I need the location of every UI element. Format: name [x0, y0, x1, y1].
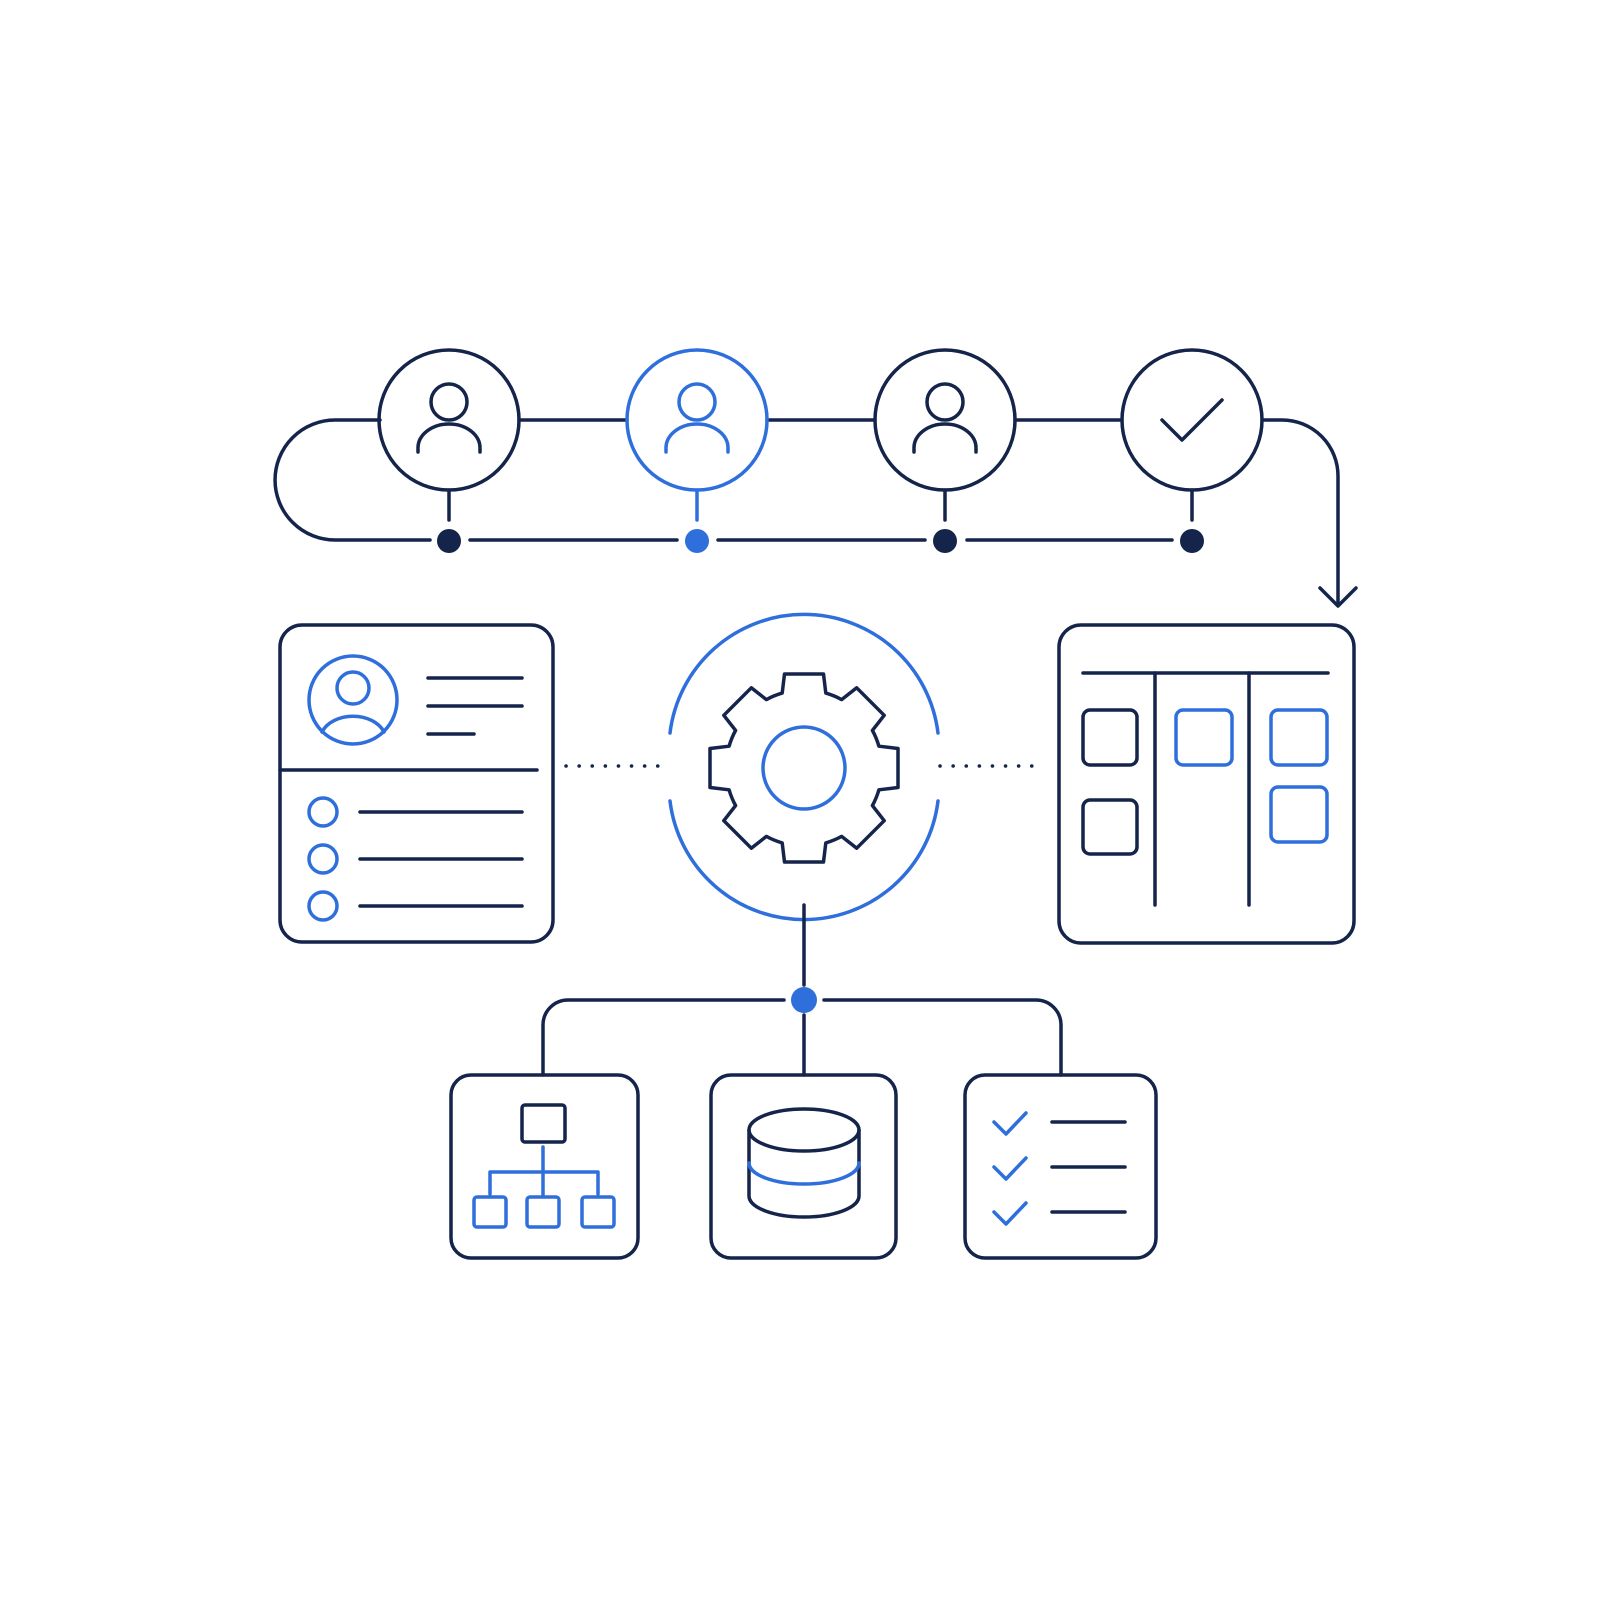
workflow-step-1[interactable] — [377, 348, 521, 492]
user-icon — [416, 382, 482, 454]
kanban-card[interactable] — [1081, 708, 1139, 767]
database-tile[interactable] — [709, 1073, 898, 1260]
workflow-step-complete[interactable] — [1120, 348, 1264, 492]
timeline-dot — [1180, 529, 1204, 553]
check-icon — [1160, 398, 1224, 442]
kanban-card[interactable] — [1081, 798, 1139, 856]
user-icon — [912, 382, 978, 454]
kanban-card-highlighted[interactable] — [1269, 708, 1329, 767]
tools-connector — [541, 903, 1063, 1077]
gear-center — [761, 725, 847, 811]
workflow-step-2[interactable] — [625, 348, 769, 492]
timeline-dot — [437, 529, 461, 553]
workflow-step-3[interactable] — [873, 348, 1017, 492]
list-item[interactable] — [307, 890, 524, 922]
branch-node — [791, 987, 817, 1013]
list-item[interactable] — [307, 796, 524, 828]
gear-icon — [708, 672, 900, 864]
avatar-icon — [307, 654, 399, 746]
timeline-dot-active — [685, 529, 709, 553]
kanban-card-highlighted[interactable] — [1174, 708, 1234, 767]
kanban-board[interactable] — [1057, 623, 1356, 945]
workflow-timeline — [273, 348, 1358, 608]
radio-icon — [307, 843, 339, 875]
timeline-loop-connector — [273, 418, 432, 542]
user-icon — [664, 382, 730, 454]
org-chart-tile[interactable] — [449, 1073, 640, 1260]
kanban-card-highlighted[interactable] — [1269, 785, 1329, 844]
checklist-tile[interactable] — [963, 1073, 1158, 1260]
profile-card[interactable] — [278, 623, 555, 944]
radio-icon — [307, 796, 339, 828]
org-chart-icon — [472, 1103, 616, 1229]
hub-ring — [668, 612, 940, 735]
radio-icon — [307, 890, 339, 922]
processing-hub[interactable] — [668, 612, 940, 922]
arrow-down-icon — [1318, 586, 1358, 608]
timeline-dot — [933, 529, 957, 553]
checklist-icon — [992, 1111, 1127, 1226]
database-icon — [747, 1107, 861, 1219]
flow-arrow-path — [1260, 418, 1340, 607]
list-item[interactable] — [307, 843, 524, 875]
